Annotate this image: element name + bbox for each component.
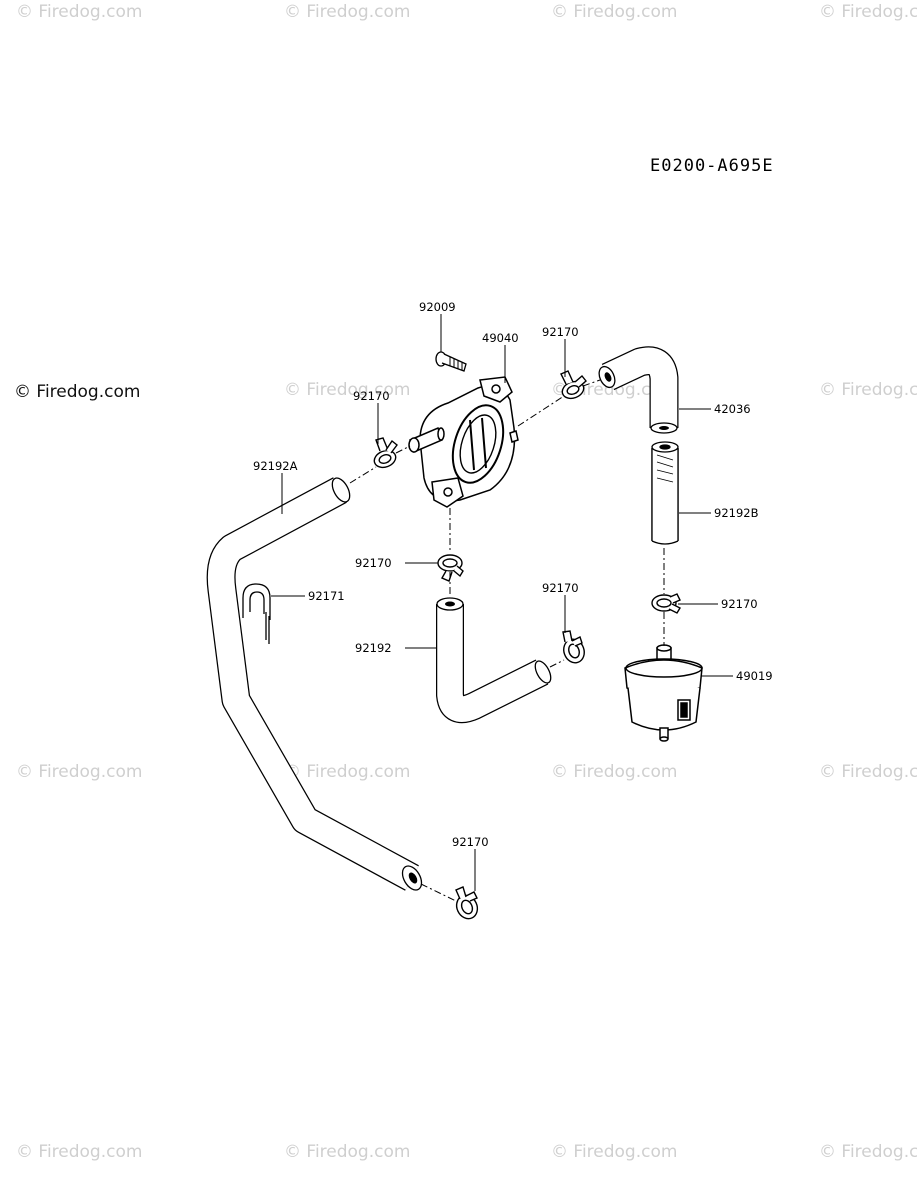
watermark: © Firedog.com [284, 380, 411, 400]
label-clamp-bottom: 92170 [452, 835, 489, 849]
hose-92192b [651, 441, 679, 545]
watermark: © Firedog.com [284, 2, 411, 22]
watermark-main: © Firedog.com [14, 382, 141, 402]
watermark: © Firedog.com [819, 380, 917, 400]
label-bolt: 92009 [419, 300, 456, 314]
label-hose-center: 92192 [355, 641, 392, 655]
label-hose-right: 92192B [714, 506, 759, 520]
diagram-code: E0200-A695E [650, 156, 774, 176]
label-fuel-pump: 49040 [482, 331, 519, 345]
label-clamp-center: 92170 [542, 581, 579, 595]
watermark: © Firedog.com [819, 762, 917, 782]
clamp-92170-top-left [373, 437, 398, 469]
watermark: © Firedog.com [16, 762, 143, 782]
bolt-92009 [435, 351, 467, 372]
hose-92192a [206, 477, 423, 891]
watermark: © Firedog.com [16, 2, 143, 22]
clip-92171 [242, 583, 271, 644]
watermark: © Firedog.com [16, 1142, 143, 1162]
label-fuel-filter: 49019 [736, 669, 773, 683]
label-clamp-filter: 92170 [721, 597, 758, 611]
clamp-92170-bottom [455, 886, 479, 920]
label-pipe-elbow: 42036 [714, 402, 751, 416]
watermark: © Firedog.com [284, 1142, 411, 1162]
fuel-pump-49040 [408, 376, 519, 508]
watermark: © Firedog.com [819, 1142, 917, 1162]
label-clamp-pump-bottom: 92170 [355, 556, 392, 570]
fuel-filter-49019 [624, 644, 703, 742]
watermark: © Firedog.com [551, 1142, 678, 1162]
watermark: © Firedog.com [819, 2, 917, 22]
label-pointers [271, 314, 733, 891]
clamp-92170-center [562, 630, 585, 664]
clamp-92170-top-right [560, 370, 587, 400]
clamp-92170-filter [651, 593, 681, 614]
hose-92192 [436, 597, 552, 724]
label-clamp-top-left: 92170 [353, 389, 390, 403]
label-clamp-top-right: 92170 [542, 325, 579, 339]
label-clip: 92171 [308, 589, 345, 603]
watermark: © Firedog.com [284, 762, 411, 782]
watermark: © Firedog.com [551, 2, 678, 22]
pipe-42036 [598, 346, 679, 434]
watermark: © Firedog.com [551, 762, 678, 782]
leader-lines [349, 379, 665, 903]
label-hose-long: 92192A [253, 459, 298, 473]
